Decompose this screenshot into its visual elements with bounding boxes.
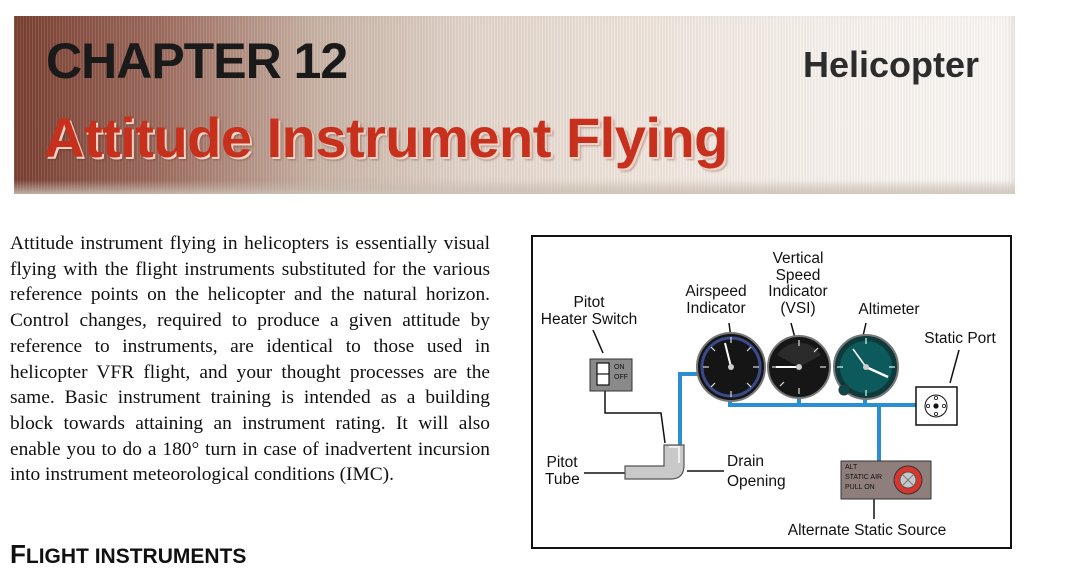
- vsi-label-line2: Speed: [775, 266, 821, 284]
- switch-on-label: ON: [614, 364, 625, 371]
- vsi-label-line4: (VSI): [780, 299, 816, 317]
- pitot-heater-label-line1: Pitot: [573, 294, 605, 311]
- section-heading: FLIGHT INSTRUMENTS: [10, 541, 246, 567]
- heater-wire: [604, 387, 666, 444]
- pitot-tube-label-line2: Tube: [545, 470, 580, 488]
- vsi-label-line1: Vertical: [772, 250, 824, 267]
- alternate-static-panel: [840, 460, 932, 500]
- alt-panel-line1: ALT: [845, 464, 858, 471]
- static-port-shape: [915, 386, 958, 426]
- chapter-title: Attitude Instrument Flying: [44, 106, 728, 169]
- switch-off-label: OFF: [614, 374, 628, 381]
- pitot-heater-label-line2: Heater Switch: [540, 310, 638, 328]
- airspeed-label-line2: Indicator: [686, 299, 746, 317]
- chapter-category: Helicopter: [802, 44, 979, 85]
- altimeter-label: Altimeter: [858, 301, 920, 318]
- altimeter-gauge: [833, 334, 899, 400]
- airspeed-indicator-gauge: [696, 332, 766, 402]
- pitot-tube-shape: [624, 444, 685, 480]
- pitot-heater-switch: [589, 358, 633, 392]
- leader-altimeter: [862, 322, 867, 337]
- vsi-label: Vertical Speed Indicator (VSI): [763, 250, 833, 317]
- leader-static-port: [949, 349, 960, 384]
- pitot-heater-label: Pitot Heater Switch: [535, 294, 643, 328]
- airspeed-label-line1: Airspeed: [685, 283, 747, 300]
- chapter-number: CHAPTER 12: [46, 33, 348, 89]
- alt-panel-line2: STATIC AIR: [845, 474, 883, 481]
- alt-panel-line3: PULL ON: [845, 484, 875, 491]
- section-heading-initial: F: [10, 539, 26, 569]
- alternate-static-label: Alternate Static Source: [787, 522, 947, 539]
- drain-label-line1: Drain: [727, 453, 765, 470]
- leader-pitot-heater: [592, 329, 604, 354]
- vsi-gauge: [767, 335, 831, 399]
- vsi-label-line3: Indicator: [768, 283, 828, 300]
- section-heading-rest: LIGHT INSTRUMENTS: [25, 545, 247, 568]
- pitot-static-diagram: ON OFF ALT STATIC AIR PULL ON Vertical S…: [531, 235, 1012, 549]
- intro-paragraph: Attitude instrument flying in helicopter…: [10, 233, 490, 486]
- chapter-banner: CHAPTER 12 Helicopter Attitude Instrumen…: [14, 16, 1015, 194]
- pitot-line: [678, 372, 707, 449]
- pitot-static-drawing: [584, 322, 960, 519]
- static-port-label: Static Port: [924, 330, 996, 347]
- drain-label: Drain Opening: [727, 453, 786, 490]
- pitot-tube-label: Pitot Tube: [545, 454, 580, 488]
- drain-label-line2: Opening: [727, 472, 786, 490]
- airspeed-label: Airspeed Indicator: [679, 283, 753, 317]
- pitot-tube-label-line1: Pitot: [546, 454, 578, 471]
